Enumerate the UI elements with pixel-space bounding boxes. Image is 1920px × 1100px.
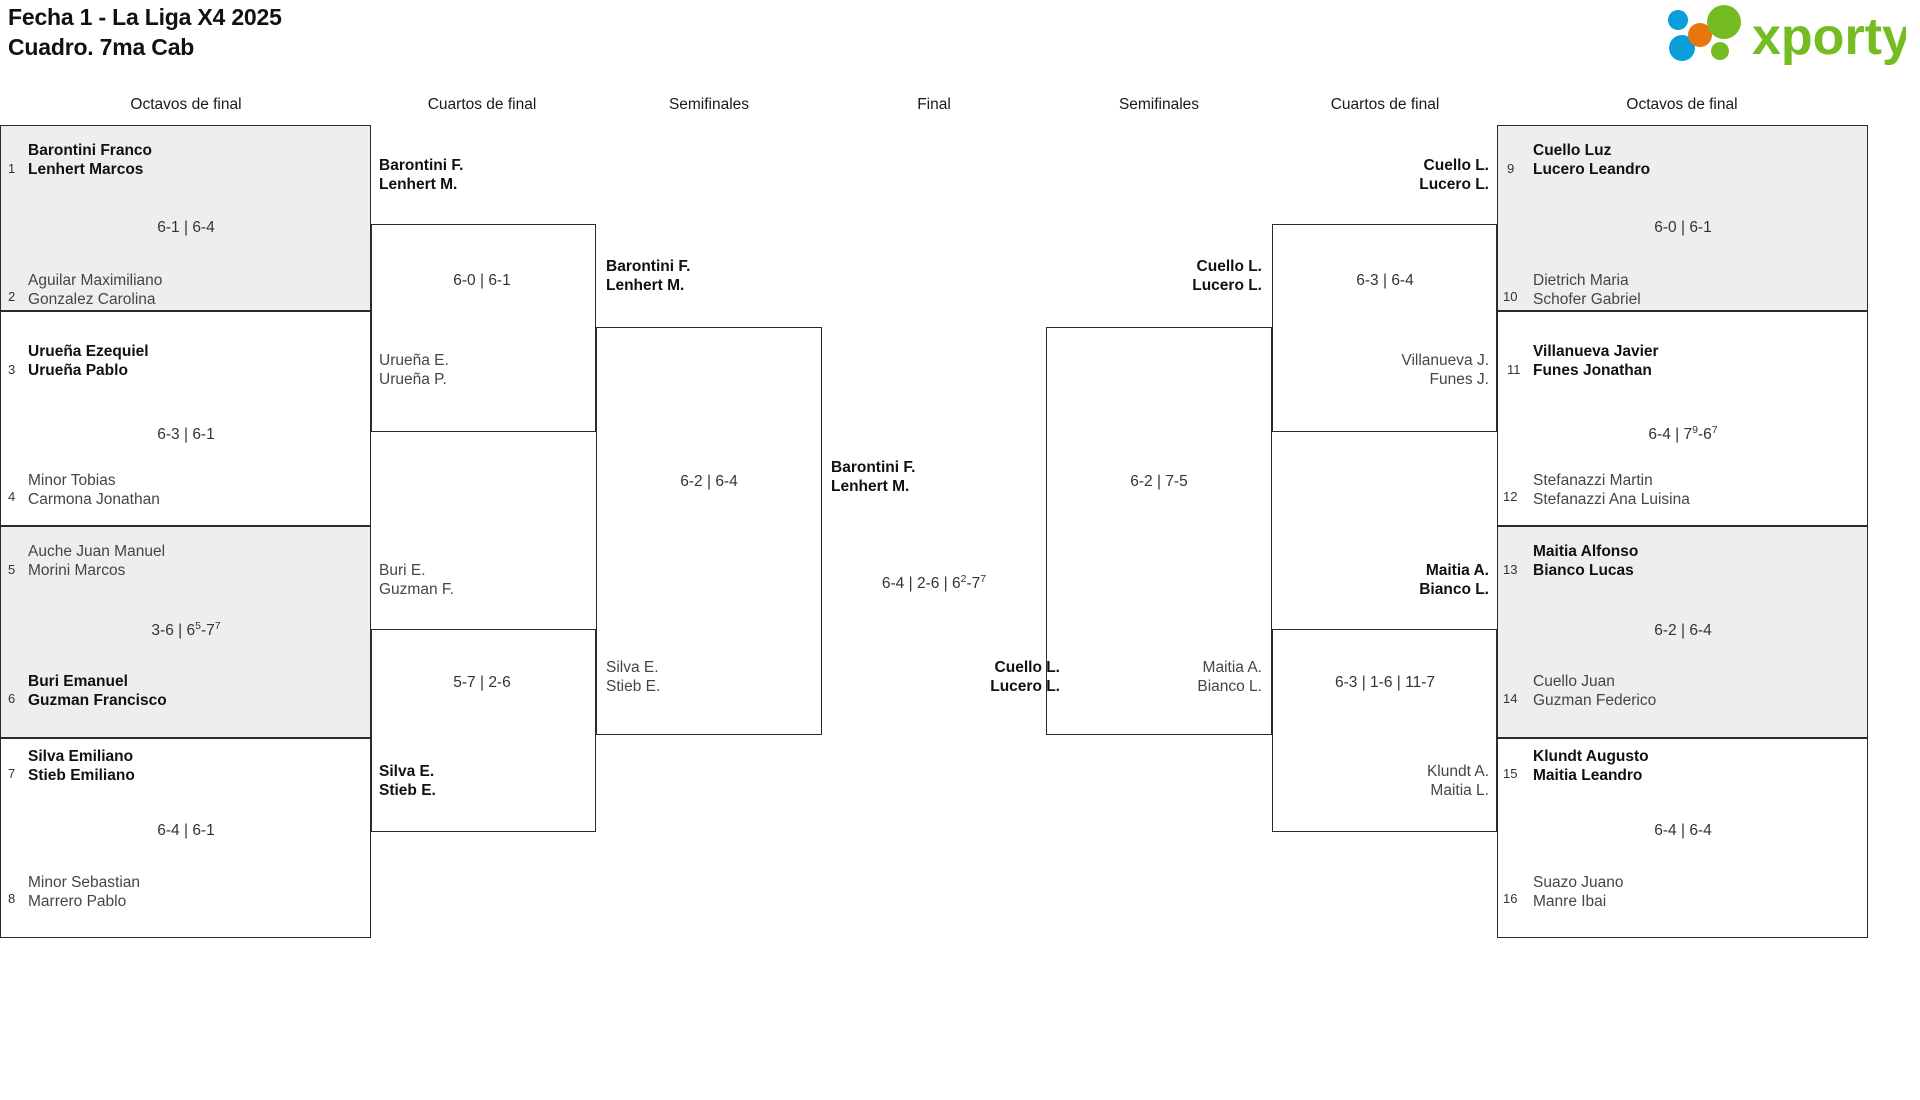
score-right-qf-2: 6-3 | 1-6 | 11-7	[1335, 674, 1435, 691]
seed-number: 13	[1503, 562, 1518, 577]
logo-dot-green-small	[1711, 42, 1729, 60]
seed-number: 16	[1503, 891, 1518, 906]
score-left-r16-3: 3-6 | 65-77	[151, 619, 221, 639]
round-header-right-qf: Cuartos de final	[1330, 96, 1440, 113]
score-left-qf-1: 6-0 | 6-1	[453, 272, 511, 289]
seed-number: 3	[8, 362, 16, 377]
seed-number: 15	[1503, 766, 1518, 781]
seed-number: 12	[1503, 489, 1518, 504]
seed-number: 7	[8, 766, 16, 781]
round-header-right-sf: Semifinales	[1118, 96, 1200, 113]
team-right-r16-1-bottom: Dietrich Maria Schofer Gabriel	[1533, 272, 1641, 308]
team-left-r16-1-top: Barontini Franco Lenhert Marcos	[28, 142, 153, 178]
logo-dot-orange	[1688, 23, 1712, 47]
seed-number: 4	[8, 489, 16, 504]
score-left-r16-2: 6-3 | 6-1	[157, 426, 215, 443]
seed-number: 11	[1507, 362, 1521, 377]
score-left-qf-2: 5-7 | 2-6	[453, 674, 511, 691]
logo-dot-blue-large	[1669, 35, 1695, 61]
match-box-right-r16-1[interactable]	[1497, 125, 1868, 311]
match-box-left-qf-2[interactable]	[371, 629, 596, 832]
team-right-r16-2-bottom: Stefanazzi Martin Stefanazzi Ana Luisina	[1533, 472, 1690, 508]
match-box-right-qf-1[interactable]	[1272, 224, 1497, 432]
round-header-left-sf: Semifinales	[668, 96, 750, 113]
team-left-r16-1-bottom: Aguilar Maximiliano Gonzalez Carolina	[28, 272, 163, 308]
match-box-left-r16-4[interactable]	[0, 738, 371, 938]
team-right-r16-3-bottom: Cuello Juan Guzman Federico	[1533, 673, 1657, 709]
logo-dot-blue-small	[1668, 10, 1688, 30]
team-left-r16-2-bottom: Minor Tobias Carmona Jonathan	[28, 472, 160, 508]
xporty-logo: xporty	[1656, 4, 1911, 66]
team-left-r16-3-top: Auche Juan Manuel Morini Marcos	[28, 543, 166, 579]
score-right-r16-3: 6-2 | 6-4	[1654, 622, 1712, 639]
team-final-top: Barontini F. Lenhert M.	[831, 459, 916, 495]
match-box-left-sf-1[interactable]	[596, 327, 822, 735]
score-right-r16-2: 6-4 | 79-67	[1648, 423, 1718, 443]
match-box-right-r16-4[interactable]	[1497, 738, 1868, 938]
seed-number: 1	[8, 161, 16, 176]
match-box-right-qf-2[interactable]	[1272, 629, 1497, 832]
team-left-qf-1-bottom: Urueña E. Urueña P.	[379, 352, 449, 388]
seed-number: 14	[1503, 691, 1518, 706]
team-left-qf-1-top: Barontini F. Lenhert M.	[379, 157, 464, 193]
title-line-2: Cuadro. 7ma Cab	[8, 34, 195, 61]
score-final: 6-4 | 2-6 | 62-77	[881, 572, 987, 592]
match-box-left-r16-3[interactable]	[0, 526, 371, 738]
team-left-qf-2-bottom: Silva E. Stieb E.	[379, 763, 436, 799]
page-title: Fecha 1 - La Liga X4 2025 Cuadro. 7ma Ca…	[8, 2, 282, 63]
logo-dot-green-large	[1707, 5, 1741, 39]
team-right-r16-2-top: Villanueva Javier Funes Jonathan	[1533, 343, 1659, 379]
team-right-sf-1-bottom: Maitia A. Bianco L.	[1197, 659, 1262, 695]
team-right-qf-2-top: Maitia A. Bianco L.	[1419, 562, 1489, 598]
team-final-bottom: Cuello L. Lucero L.	[990, 659, 1060, 695]
score-right-r16-1: 6-0 | 6-1	[1654, 219, 1712, 236]
seed-number: 2	[8, 289, 16, 304]
round-header-left-qf: Cuartos de final	[427, 96, 537, 113]
score-right-r16-4: 6-4 | 6-4	[1654, 822, 1712, 839]
score-left-sf-1: 6-2 | 6-4	[680, 473, 738, 490]
team-right-qf-1-top: Cuello L. Lucero L.	[1419, 157, 1489, 193]
team-left-r16-3-bottom: Buri Emanuel Guzman Francisco	[28, 673, 167, 709]
team-left-qf-2-top: Buri E. Guzman F.	[379, 562, 454, 598]
match-box-left-r16-2[interactable]	[0, 311, 371, 526]
match-box-right-r16-3[interactable]	[1497, 526, 1868, 738]
match-box-left-r16-1[interactable]	[0, 125, 371, 311]
seed-number: 6	[8, 691, 16, 706]
title-line-1: Fecha 1 - La Liga X4 2025	[8, 4, 282, 30]
seed-number: 5	[8, 562, 16, 577]
score-left-r16-1: 6-1 | 6-4	[157, 219, 215, 236]
round-header-final: Final	[917, 96, 951, 113]
score-right-sf-1: 6-2 | 7-5	[1130, 473, 1188, 490]
team-left-sf-1-bottom: Silva E. Stieb E.	[606, 659, 661, 695]
round-header-left-r16: Octavos de final	[130, 96, 242, 113]
xporty-logo-svg: xporty	[1668, 5, 1911, 66]
team-right-r16-1-top: Cuello Luz Lucero Leandro	[1533, 142, 1651, 178]
team-right-qf-1-bottom: Villanueva J. Funes J.	[1401, 352, 1489, 388]
seed-number: 9	[1507, 161, 1515, 176]
match-box-right-r16-2[interactable]	[1497, 311, 1868, 526]
team-right-sf-1-top: Cuello L. Lucero L.	[1192, 258, 1262, 294]
team-left-sf-1-top: Barontini F. Lenhert M.	[606, 258, 691, 294]
team-left-r16-4-top: Silva Emiliano Stieb Emiliano	[28, 748, 135, 784]
match-box-left-qf-1[interactable]	[371, 224, 596, 432]
logo-wordmark: xporty	[1752, 8, 1906, 66]
seed-number: 8	[8, 891, 16, 906]
seed-number: 10	[1503, 289, 1518, 304]
team-right-qf-2-bottom: Klundt A. Maitia L.	[1426, 763, 1489, 799]
team-right-r16-4-top: Klundt Augusto Maitia Leandro	[1533, 748, 1649, 784]
match-box-right-sf-1[interactable]	[1046, 327, 1272, 735]
round-header-right-r16: Octavos de final	[1626, 96, 1738, 113]
team-left-r16-2-top: Urueña Ezequiel Urueña Pablo	[28, 343, 149, 379]
team-right-r16-4-bottom: Suazo Juano Manre Ibai	[1533, 874, 1624, 910]
page-header: Fecha 1 - La Liga X4 2025 Cuadro. 7ma Ca…	[0, 0, 1920, 80]
team-left-r16-4-bottom: Minor Sebastian Marrero Pablo	[28, 874, 141, 910]
team-right-r16-3-top: Maitia Alfonso Bianco Lucas	[1533, 543, 1639, 579]
score-left-r16-4: 6-4 | 6-1	[157, 822, 215, 839]
score-right-qf-1: 6-3 | 6-4	[1356, 272, 1414, 289]
